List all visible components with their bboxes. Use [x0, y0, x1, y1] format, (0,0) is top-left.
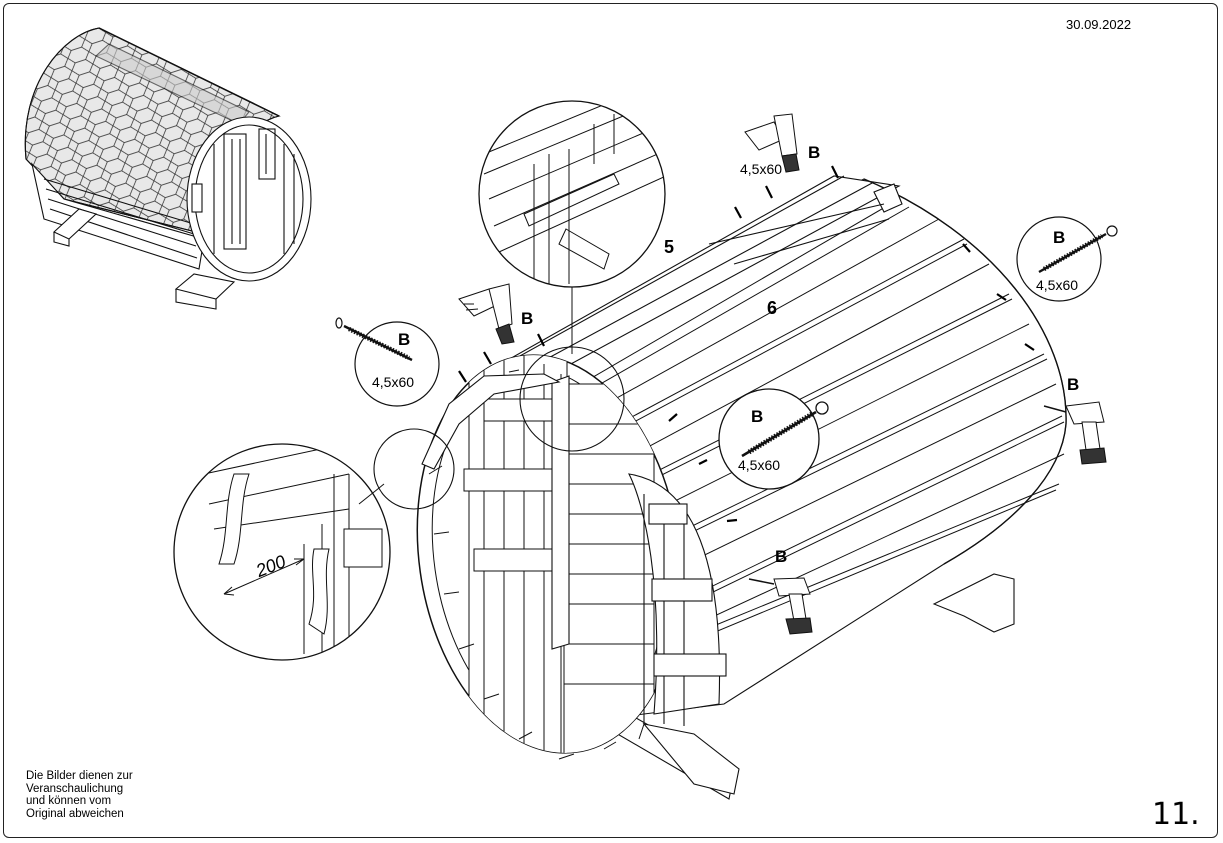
disclaimer-line: Veranschaulichung [26, 782, 124, 795]
drill-icon [744, 113, 800, 173]
screw-callout-center [718, 388, 829, 490]
screw-size-label: 4,5x60 [1036, 277, 1079, 293]
assembly-illustration [24, 27, 1118, 800]
screw-size-label: 4,5x60 [738, 457, 781, 473]
drill-icon [748, 577, 813, 635]
disclaimer-line: Die Bilder dienen zur [26, 770, 133, 782]
screw-type-label: B [751, 407, 764, 426]
screw-type-label: B [1053, 228, 1066, 247]
drill-icon [458, 283, 515, 345]
disclaimer-line: und können vom [26, 795, 112, 807]
screw-type-label: B [775, 547, 788, 566]
screw-size-label: 4,5x60 [740, 161, 783, 177]
disclaimer-note: Die Bilder dienen zur Veranschaulichung … [26, 770, 186, 820]
disclaimer-line: Original abweichen [26, 807, 124, 820]
screw-type-label: B [521, 309, 534, 328]
date-label: 30.09.2022 [1066, 17, 1132, 32]
instruction-page: 30.09.2022 5 6 B 4,5x60 B B 4,5x60 B 4,5… [3, 3, 1218, 838]
step-number: 11. [1152, 797, 1200, 832]
finished-sauna-thumbnail [24, 27, 312, 310]
barrel-body [416, 175, 1067, 800]
part-number-6: 6 [767, 298, 778, 318]
screw-size-label: 4,5x60 [372, 374, 415, 390]
edge-detail-circle [173, 428, 455, 661]
screw-type-label: B [808, 143, 821, 162]
ridge-detail-circle [478, 100, 666, 452]
screw-callout-right [1016, 216, 1118, 302]
screw-type-label: B [398, 330, 411, 349]
part-number-5: 5 [664, 237, 675, 257]
screw-type-label: B [1067, 375, 1080, 394]
screw-callout-left [335, 317, 440, 407]
screw-positions [458, 165, 1035, 523]
drill-icon [1043, 401, 1107, 465]
